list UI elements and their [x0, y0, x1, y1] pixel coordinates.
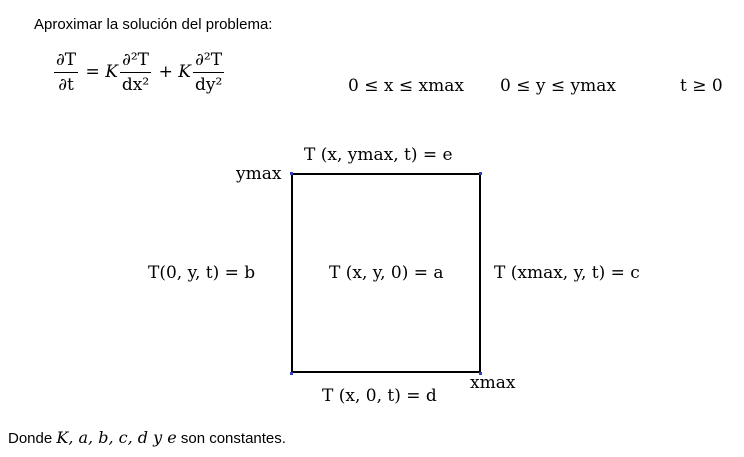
footer-constants: K, a, b, c, d y e [56, 428, 177, 447]
term2-numerator: ∂²T [193, 50, 225, 73]
lhs-fraction: ∂T ∂t [54, 50, 79, 95]
pde-equation: ∂T ∂t = K ∂²T dx² + K ∂²T dy² [52, 50, 226, 95]
lhs-denominator: ∂t [58, 75, 74, 95]
footer-suffix: son constantes. [180, 430, 286, 447]
intro-text: Aproximar la solución del problema: [34, 16, 273, 33]
ymax-corner-label: ymax [236, 164, 282, 184]
lhs-numerator: ∂T [54, 50, 79, 73]
coef-k2: K [178, 62, 191, 82]
footer-prefix: Donde [8, 430, 53, 447]
footer-text: Donde K, a, b, c, d y e son constantes. [8, 428, 286, 447]
corner-point-top-left [290, 172, 293, 175]
xmax-corner-label: xmax [470, 373, 516, 393]
term1-numerator: ∂²T [120, 50, 152, 73]
term2-denominator: dy² [194, 75, 223, 95]
term1-denominator: dx² [121, 75, 150, 95]
corner-point-bottom-right [479, 372, 482, 375]
top-boundary-label: T (x, ymax, t) = e [304, 145, 453, 165]
equals-sign: = [85, 62, 100, 82]
domain-y: 0 ≤ y ≤ ymax [500, 76, 616, 96]
bottom-boundary-label: T (x, 0, t) = d [322, 386, 437, 406]
left-boundary-label: T(0, y, t) = b [148, 263, 256, 283]
domain-x: 0 ≤ x ≤ xmax [348, 76, 464, 96]
right-boundary-label: T (xmax, y, t) = c [494, 263, 640, 283]
corner-point-bottom-left [290, 372, 293, 375]
corner-point-top-right [479, 172, 482, 175]
coef-k1: K [105, 62, 118, 82]
term1-fraction: ∂²T dx² [120, 50, 152, 95]
domain-square [291, 173, 481, 373]
plus-sign: + [158, 62, 173, 82]
initial-condition-label: T (x, y, 0) = a [329, 263, 444, 283]
domain-t: t ≥ 0 [680, 76, 723, 96]
term2-fraction: ∂²T dy² [193, 50, 225, 95]
